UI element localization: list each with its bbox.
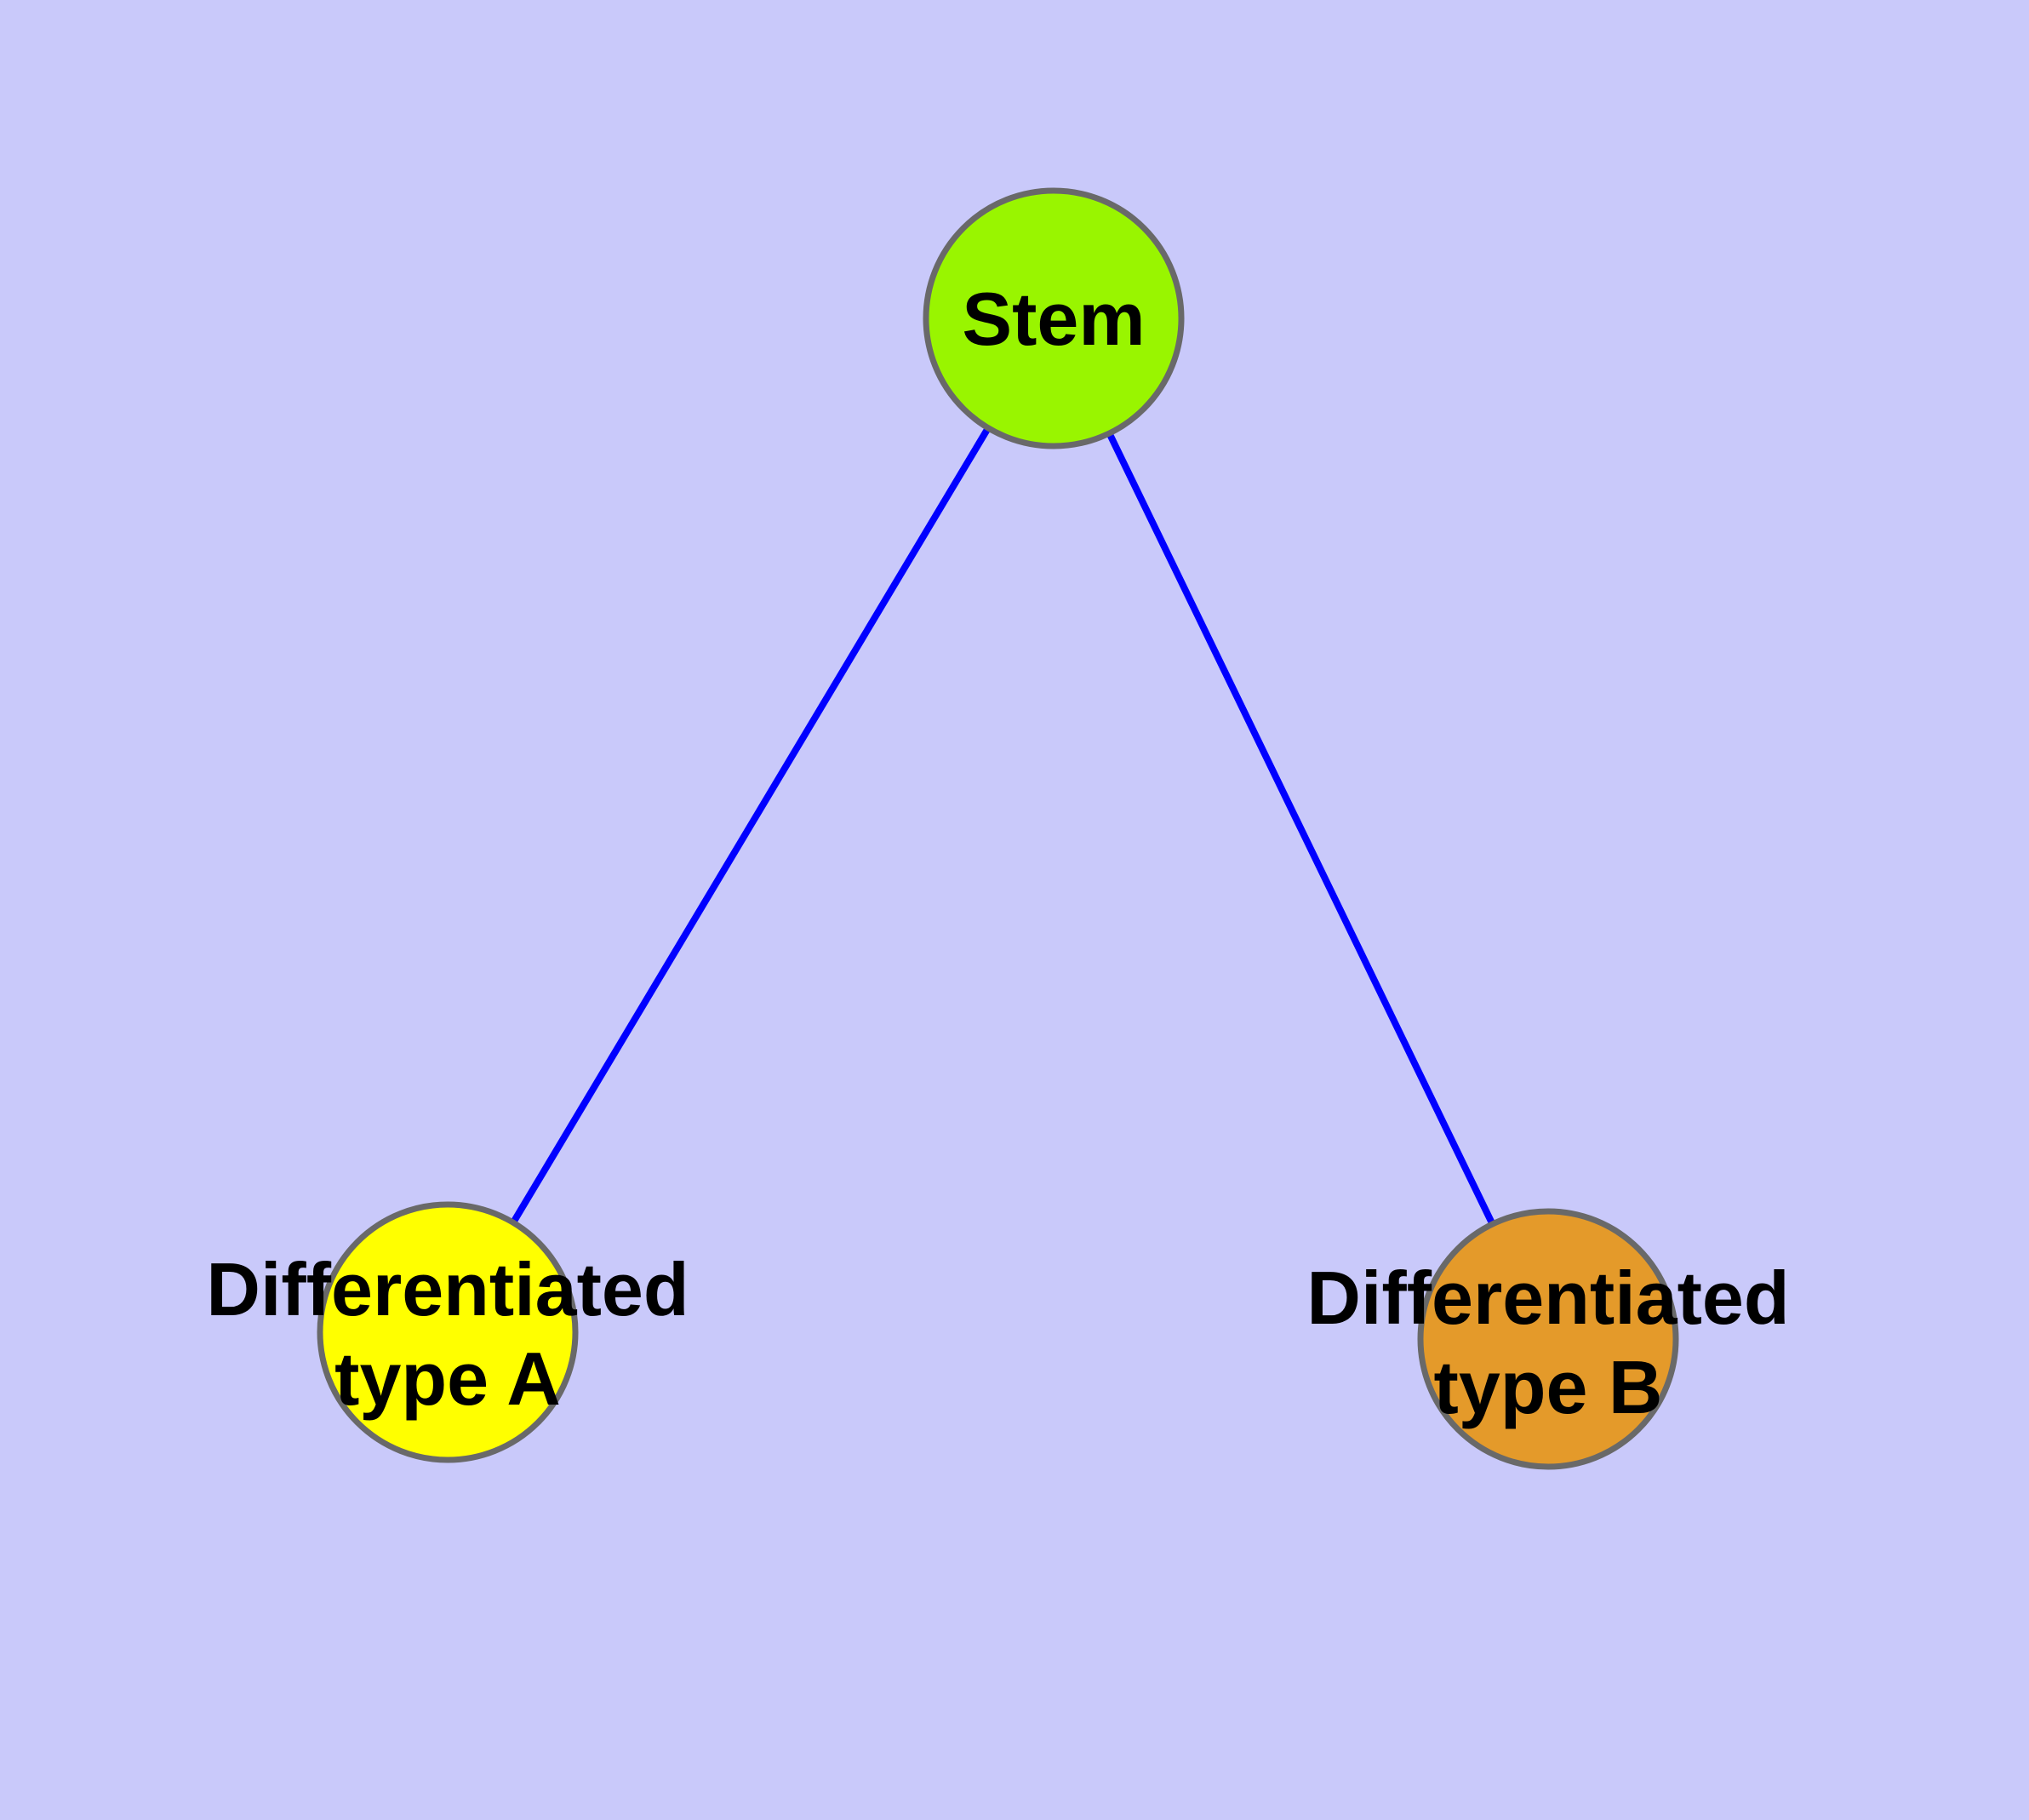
node-differentiated-type-b xyxy=(1417,1208,1679,1470)
node-differentiated-type-a-label-line2: type A xyxy=(334,1336,561,1421)
node-differentiated-type-b-label-line2: type B xyxy=(1434,1345,1663,1429)
edge-stem-to-type-b xyxy=(1050,317,1552,1341)
node-differentiated-type-a-label-line1: Differentiated xyxy=(206,1247,689,1331)
node-differentiated-type-b-label-line1: Differentiated xyxy=(1306,1256,1789,1340)
node-differentiated-type-a xyxy=(317,1201,579,1463)
edge-stem-to-type-a xyxy=(444,316,1057,1335)
node-stem-label: Stem xyxy=(962,277,1145,361)
node-stem xyxy=(923,187,1185,449)
